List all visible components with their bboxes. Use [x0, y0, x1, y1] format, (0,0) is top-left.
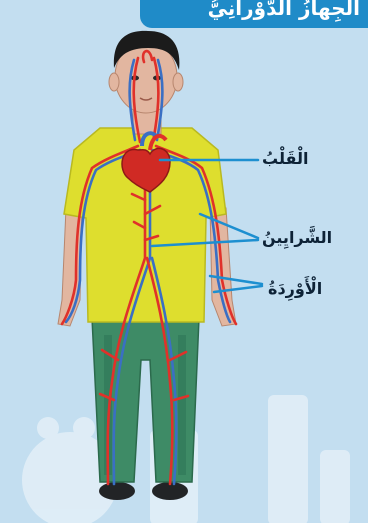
arteries-pointer-2 [152, 240, 258, 246]
veins-pointer-1 [210, 276, 262, 284]
veins-pointer-2 [214, 286, 262, 292]
label-veins: الْأَوْرِدَةُ [268, 279, 322, 298]
label-arteries: الشَّرايِينُ [262, 228, 332, 247]
arteries-pointer-1 [200, 214, 258, 238]
label-heart: الْقَلْبُ [262, 149, 308, 168]
